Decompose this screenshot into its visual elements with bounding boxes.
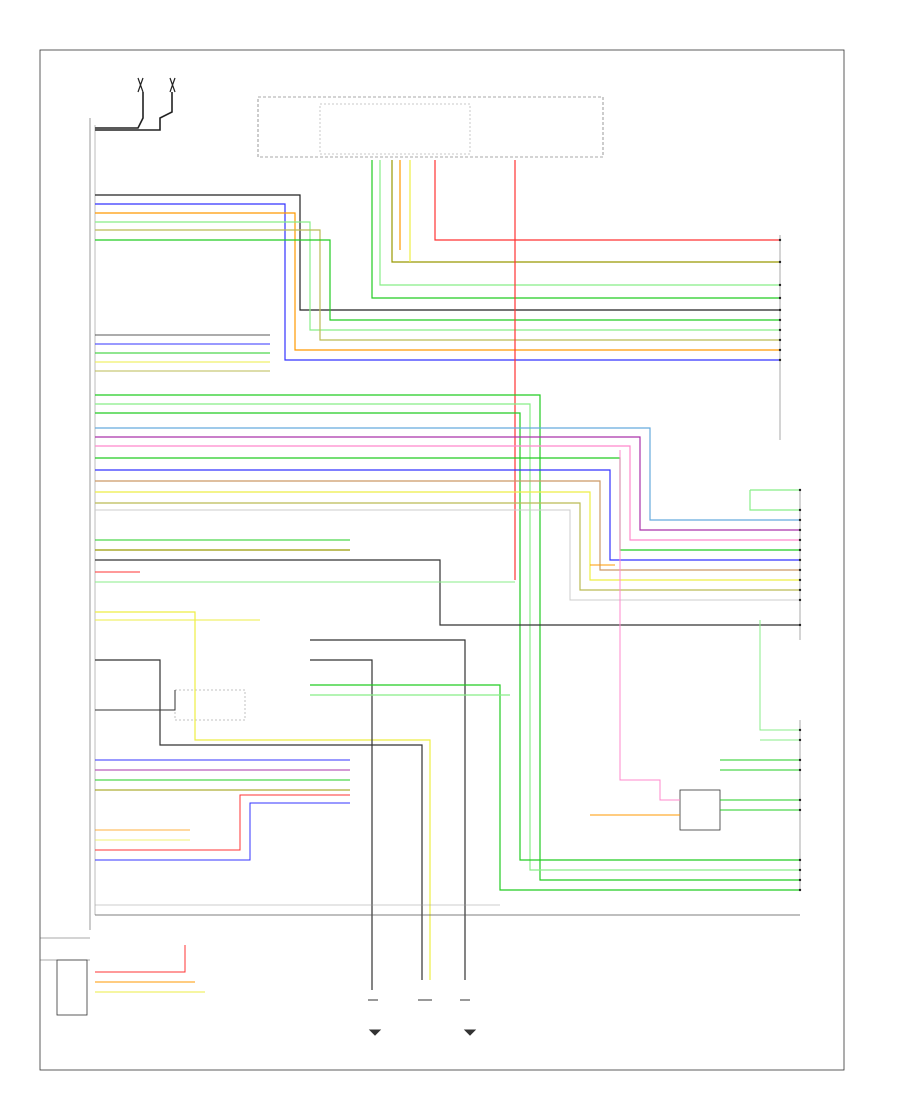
wire-lightgreen-right-lower [759,620,800,741]
top-center-inner [319,103,471,155]
wire-red-bottom [95,945,186,973]
wire-violet-3 [95,436,800,531]
wire-orange-1 [95,212,780,351]
wire-black-down-3 [310,659,373,990]
wire-lightgreen-1 [95,221,780,331]
wire-green-3 [95,457,800,551]
wire-lightgreen-top [379,160,780,286]
wire-black-3b [95,690,176,711]
wire-green-right-lower [720,759,800,811]
wire-green-long-2 [95,403,800,871]
junction-dots [778,238,802,892]
wire-blue-3 [95,469,800,561]
wire-olive-1 [95,229,780,341]
wire-green-long-1 [95,394,800,881]
wire-red-low [95,794,350,851]
wire-yellow-down [95,611,431,980]
diagram-border [39,49,845,1071]
wire-blue-low-2 [95,802,350,861]
bottom-ground-symbols [368,999,477,1036]
wire-red-top [434,160,780,241]
mid-right-relay [679,789,721,831]
wire-pink-right [619,450,680,801]
wire-olive-top [391,160,780,263]
wire-yellow-3 [95,491,800,581]
wire-gray-3 [95,509,800,601]
wire-lightblue-3 [95,427,800,521]
lower-left-connector-box [56,959,88,1016]
wire-olive-3 [95,502,800,591]
mid-left-module [174,689,246,721]
wire-blue-1 [95,203,780,361]
wire-black-top [95,194,780,311]
right-connector-column [779,235,801,890]
top-center-component [257,96,604,158]
wire-brown-3 [95,480,800,571]
wire-lightgreen-right [749,489,800,511]
wire-green-1 [95,239,780,321]
wire-green-low-1 [310,684,800,891]
main-module-connector [89,118,96,930]
wire-black-down-1 [95,659,423,980]
wire-green-long-3 [95,412,800,861]
wire-black-down-2 [310,639,466,980]
top-left-switches [95,77,176,131]
wire-pink-3 [95,445,800,541]
wire-green-top [371,160,780,299]
